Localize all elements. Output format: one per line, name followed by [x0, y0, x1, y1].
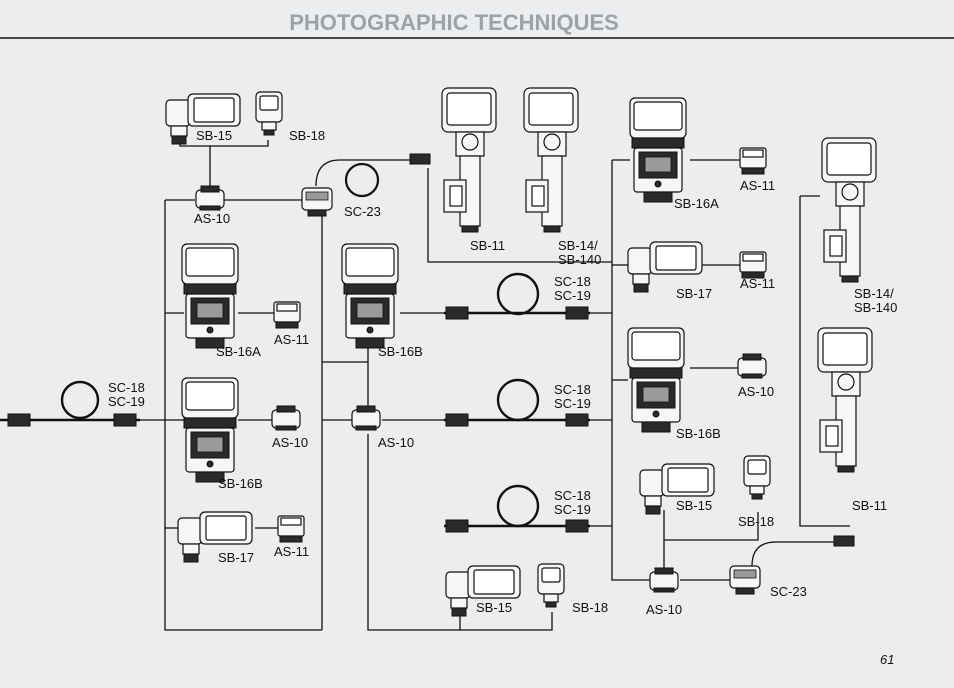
device-sb-18-right: SB-18	[738, 455, 774, 529]
cord-sc-23-right: SC-23	[729, 535, 855, 599]
device-sb-16a-left: SB-16A	[181, 243, 261, 359]
svg-text:SB-140: SB-140	[854, 300, 897, 315]
svg-text:SB-17: SB-17	[676, 286, 712, 301]
device-sb-17-right: SB-17	[627, 241, 712, 301]
device-sb-14-top: SB-14/ SB-140	[523, 87, 601, 267]
svg-text:AS-11: AS-11	[274, 332, 309, 347]
svg-text:AS-11: AS-11	[740, 276, 775, 291]
cord-sc-23-top: SC-23	[301, 153, 431, 219]
svg-text:AS-10: AS-10	[272, 435, 308, 450]
cord-sc-18-middle: SC-18 SC-19	[444, 378, 591, 427]
svg-text:AS-10: AS-10	[738, 384, 774, 399]
svg-text:SB-15: SB-15	[676, 498, 712, 513]
svg-text:SB-16B: SB-16B	[676, 426, 721, 441]
coupler-as-11-right: AS-11	[739, 251, 775, 291]
device-sb-18-top: SB-18	[255, 91, 325, 143]
cord-sc-18-left: SC-18 SC-19	[0, 380, 145, 427]
device-sb-15-top: SB-15	[165, 93, 241, 145]
svg-text:SC-19: SC-19	[554, 288, 591, 303]
svg-text:SB-140: SB-140	[558, 252, 601, 267]
cord-sc-18-lower: SC-18 SC-19	[444, 484, 591, 533]
device-sb-14-right: SB-14/ SB-140	[821, 137, 897, 315]
svg-text:SC-18: SC-18	[554, 274, 591, 289]
cord-sc-18-upper: SC-18 SC-19	[444, 272, 591, 320]
svg-text:AS-10: AS-10	[194, 211, 230, 226]
svg-text:SB-18: SB-18	[289, 128, 325, 143]
svg-text:AS-10: AS-10	[646, 602, 682, 617]
svg-text:SB-11: SB-11	[852, 498, 887, 513]
coupler-as-11-right-top: AS-11	[739, 147, 775, 193]
svg-text:SC-18: SC-18	[554, 382, 591, 397]
device-sb-16b-left: SB-16B	[181, 377, 263, 491]
device-sb-17-left: SB-17	[177, 511, 254, 565]
coupler-as-10-top: AS-10	[194, 185, 230, 226]
coupler-as-10-left: AS-10	[271, 405, 308, 450]
svg-text:SB-16A: SB-16A	[674, 196, 719, 211]
svg-text:SB-17: SB-17	[218, 550, 254, 565]
svg-text:SC-23: SC-23	[770, 584, 807, 599]
coupler-as-10-center: AS-10	[351, 405, 414, 450]
device-sb-15-right: SB-15	[639, 463, 715, 515]
svg-text:SC-23: SC-23	[344, 204, 381, 219]
svg-text:SC-18: SC-18	[108, 380, 145, 395]
page-number: 61	[880, 652, 894, 667]
svg-text:SB-15: SB-15	[196, 128, 232, 143]
device-sb-16b-right: SB-16B	[627, 327, 721, 441]
device-sb-16b-center: SB-16B	[341, 243, 423, 359]
coupler-as-10-right: AS-10	[737, 353, 774, 399]
device-sb-15-bottom: SB-15	[445, 565, 521, 617]
svg-text:SC-19: SC-19	[108, 394, 145, 409]
svg-text:SB-11: SB-11	[470, 238, 505, 253]
coupler-as-11-lower: AS-11	[274, 515, 309, 559]
svg-text:SB-16A: SB-16A	[216, 344, 261, 359]
coupler-as-11-left: AS-11	[273, 301, 309, 347]
device-sb-11-top: SB-11	[441, 87, 505, 253]
device-sb-16a-right: SB-16A	[629, 97, 719, 211]
device-sb-18-bottom: SB-18	[537, 563, 608, 615]
svg-text:SC-19: SC-19	[554, 502, 591, 517]
device-sb-11-right: SB-11	[817, 327, 887, 513]
svg-text:AS-10: AS-10	[378, 435, 414, 450]
svg-text:AS-11: AS-11	[274, 544, 309, 559]
header-title: PHOTOGRAPHIC TECHNIQUES	[289, 10, 619, 35]
svg-text:SB-16B: SB-16B	[378, 344, 423, 359]
svg-text:AS-11: AS-11	[740, 178, 775, 193]
svg-text:SB-15: SB-15	[476, 600, 512, 615]
coupler-as-10-right-bottom: AS-10	[646, 567, 682, 617]
svg-text:SB-16B: SB-16B	[218, 476, 263, 491]
connection-wires	[140, 138, 850, 631]
svg-text:SC-19: SC-19	[554, 396, 591, 411]
svg-text:SB-18: SB-18	[738, 514, 774, 529]
svg-text:SC-18: SC-18	[554, 488, 591, 503]
svg-text:SB-14/: SB-14/	[558, 238, 598, 253]
svg-text:SB-18: SB-18	[572, 600, 608, 615]
svg-text:SB-14/: SB-14/	[854, 286, 894, 301]
